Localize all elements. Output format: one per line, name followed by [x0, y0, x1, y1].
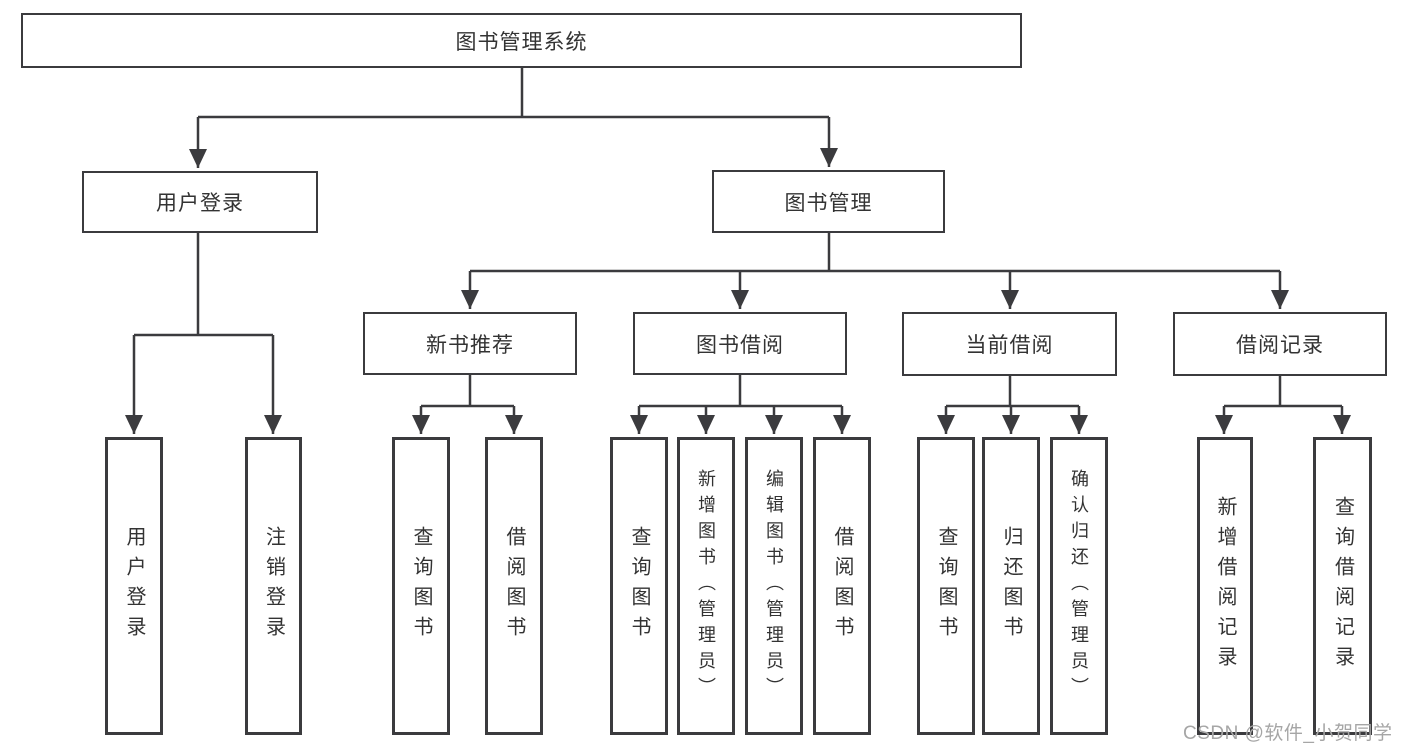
node-book-borrowing: 图书借阅 [633, 312, 847, 375]
leaf-query-borrow-record: 查询借阅记录 [1313, 437, 1372, 735]
leaf-edit-books-admin: 编辑图书（管理员） [745, 437, 803, 735]
node-user-login: 用户登录 [82, 171, 318, 233]
node-current-borrowing: 当前借阅 [902, 312, 1117, 376]
leaf-add-borrow-record: 新增借阅记录 [1197, 437, 1253, 735]
node-new-book-recommend: 新书推荐 [363, 312, 577, 375]
leaf-borrow-books-2: 借阅图书 [813, 437, 871, 735]
leaf-query-books-2: 查询图书 [610, 437, 668, 735]
csdn-watermark: CSDN @软件_小贺同学 [1183, 723, 1393, 744]
node-borrowing-records: 借阅记录 [1173, 312, 1387, 376]
leaf-return-books: 归还图书 [982, 437, 1040, 735]
node-library-management-system: 图书管理系统 [21, 13, 1022, 68]
node-book-management: 图书管理 [712, 170, 945, 233]
leaf-query-books-1: 查询图书 [392, 437, 450, 735]
leaf-query-books-3: 查询图书 [917, 437, 975, 735]
leaf-confirm-return-admin: 确认归还（管理员） [1050, 437, 1108, 735]
leaf-user-login: 用户登录 [105, 437, 163, 735]
leaf-add-books-admin: 新增图书（管理员） [677, 437, 735, 735]
leaf-logout: 注销登录 [245, 437, 302, 735]
leaf-borrow-books-1: 借阅图书 [485, 437, 543, 735]
